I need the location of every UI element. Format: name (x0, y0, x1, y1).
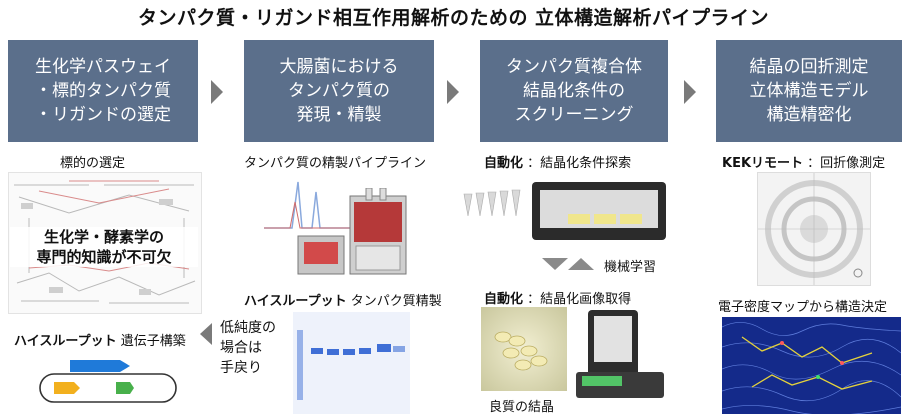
crystal-photo (481, 307, 567, 391)
gel-band (327, 349, 339, 355)
gel-band (393, 346, 405, 352)
auto-screening-label: 自動化 ：結晶化条件探索 (484, 156, 632, 171)
density-mesh (722, 322, 901, 414)
chromatogram-plot (264, 181, 350, 229)
purification-instrument-image (294, 188, 410, 278)
auto-imaging-label: 自動化 ：結晶化画像取得 (484, 292, 632, 307)
kek-remote-label: KEKリモート ：回折像測定 (722, 156, 886, 171)
crystallization-robot-image (530, 176, 670, 246)
expertise-overlay-text: 生化学・酵素学の 専門的知識が不可欠 (10, 227, 198, 267)
gene-insert-arrow-icon (70, 360, 130, 372)
gel-band (311, 348, 323, 354)
gene-construction-label: ハイスループット 遺伝子構築 (14, 334, 186, 349)
step-box-expression: 大腸菌における タンパク質の 発現・精製 (244, 40, 434, 142)
electron-density-map (722, 317, 901, 414)
page-title: タンパク質・リガンド相互作用解析のための 立体構造解析パイプライン (137, 7, 770, 29)
gel-band (377, 344, 391, 352)
sds-gel-image (293, 312, 410, 414)
rework-left-arrow-icon (200, 323, 212, 345)
rework-note: 低純度の 場合は 手戻り (220, 320, 276, 376)
promoter-arrow-icon (54, 382, 80, 394)
step-box-pathway: 生化学パスウェイ ・標的タンパク質 ・リガンドの選定 (8, 40, 198, 142)
step-box-diffraction: 結晶の回折測定 立体構造モデル 構造精密化 (716, 40, 902, 142)
gel-band (359, 348, 371, 354)
target-selection-label: 標的の選定 (60, 156, 126, 171)
marker-arrow-icon (116, 382, 134, 394)
step-box-screening: タンパク質複合体 結晶化条件の スクリーニング (480, 40, 668, 142)
chevron-right-icon (211, 80, 223, 104)
chevron-right-icon (447, 80, 459, 104)
diffraction-rings (758, 173, 870, 285)
crystal-shapes (494, 331, 548, 371)
diffraction-pattern-image (757, 172, 871, 286)
gel-band (343, 349, 355, 355)
gel-band (297, 330, 303, 400)
purification-pipeline-label: タンパク質の精製パイプライン (244, 156, 427, 171)
imaging-instrument-image (574, 306, 668, 402)
plasmid-diagram (30, 352, 190, 410)
pipette-tips-image (462, 186, 528, 222)
chromatogram-image (262, 172, 352, 232)
good-crystal-label: 良質の結晶 (489, 400, 555, 415)
density-map-label: 電子密度マップから構造決定 (718, 300, 888, 315)
arrow-up-icon (568, 258, 594, 270)
chevron-right-icon (684, 80, 696, 104)
machine-learning-label: 機械学習 (604, 260, 657, 275)
arrow-down-icon (542, 258, 568, 270)
hts-purification-label: ハイスループット タンパク質精製 (244, 294, 442, 309)
